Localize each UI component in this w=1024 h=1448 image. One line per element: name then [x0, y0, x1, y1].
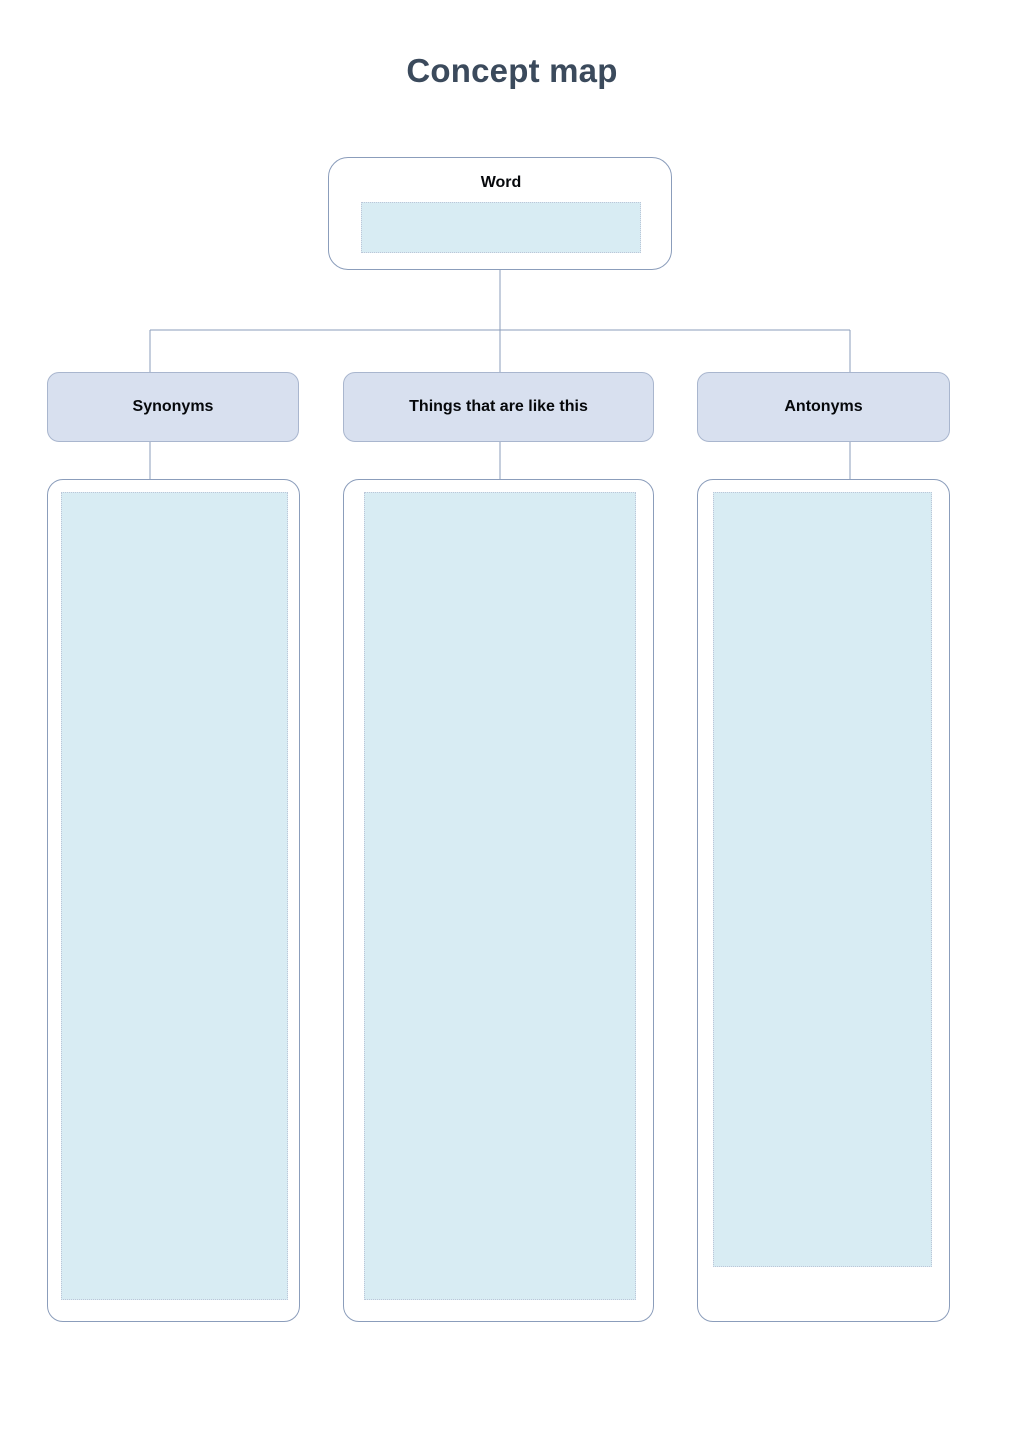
word-node: Word	[328, 157, 672, 270]
content-input-things-that-are-like-this[interactable]	[364, 492, 636, 1300]
category-header-synonyms[interactable]: Synonyms	[47, 372, 299, 442]
content-box-antonyms	[697, 479, 950, 1322]
content-input-synonyms[interactable]	[61, 492, 288, 1300]
page-title: Concept map	[406, 52, 618, 89]
content-box-synonyms	[47, 479, 300, 1322]
word-node-label: Word	[480, 174, 522, 191]
category-header-label: Things that are like this	[409, 398, 588, 415]
content-box-things-that-are-like-this	[343, 479, 654, 1322]
category-header-antonyms[interactable]: Antonyms	[697, 372, 950, 442]
word-input-field[interactable]	[361, 202, 641, 253]
category-header-things-that-are-like-this[interactable]: Things that are like this	[343, 372, 654, 442]
content-input-antonyms[interactable]	[713, 492, 932, 1267]
category-header-label: Synonyms	[132, 398, 214, 415]
category-header-label: Antonyms	[784, 398, 863, 415]
